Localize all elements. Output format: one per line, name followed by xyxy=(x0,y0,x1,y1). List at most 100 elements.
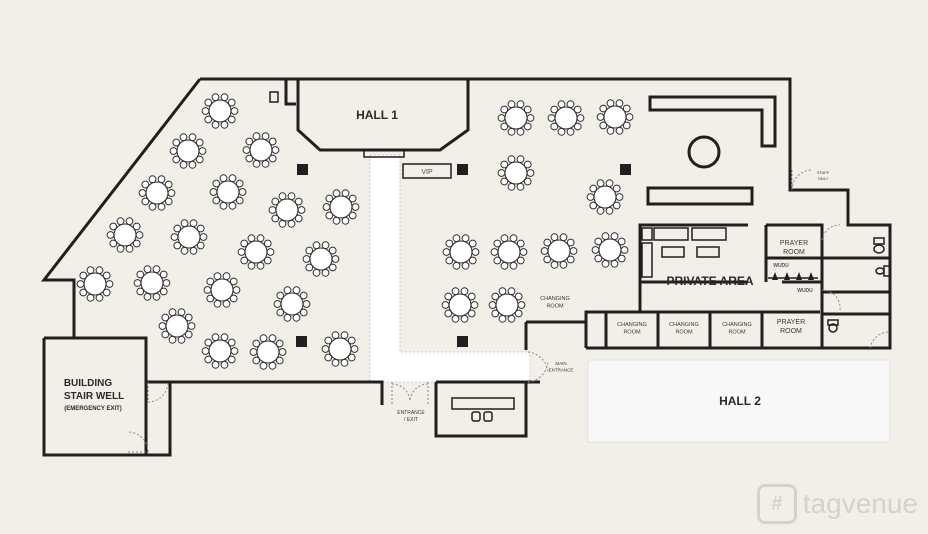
chair xyxy=(324,353,333,362)
chair xyxy=(526,114,535,122)
table-top xyxy=(328,337,352,361)
chair xyxy=(500,234,509,243)
chair xyxy=(569,247,578,255)
chair xyxy=(206,277,215,286)
round-table xyxy=(547,100,585,136)
chair xyxy=(523,122,532,131)
chair xyxy=(350,345,359,353)
chair xyxy=(220,360,229,369)
chair xyxy=(275,339,284,348)
door-swings xyxy=(127,169,889,453)
chair xyxy=(159,270,168,279)
chair xyxy=(278,348,287,356)
chair xyxy=(460,287,469,296)
svg-text:PRAYER: PRAYER xyxy=(777,319,805,326)
chair xyxy=(136,270,145,279)
chair xyxy=(252,159,261,168)
chair xyxy=(203,286,212,294)
chair xyxy=(86,266,95,275)
chair xyxy=(204,355,213,364)
hall-1-label: HALL 1 xyxy=(356,108,398,122)
chair xyxy=(252,339,261,348)
chair xyxy=(195,155,204,164)
chair xyxy=(266,248,275,256)
chair xyxy=(95,266,104,275)
chair xyxy=(76,280,85,288)
table-top xyxy=(448,293,472,317)
round-pillar xyxy=(687,135,721,169)
chair xyxy=(79,288,88,297)
chair xyxy=(471,248,480,256)
chair xyxy=(507,127,516,136)
chair xyxy=(294,197,303,206)
chair xyxy=(550,260,559,269)
chair xyxy=(599,121,608,130)
table-top xyxy=(244,240,268,264)
corner-fixture xyxy=(269,79,296,106)
round-table xyxy=(237,234,275,270)
chair xyxy=(596,206,605,215)
chair xyxy=(141,197,150,206)
hall-1-room xyxy=(296,77,470,152)
chair xyxy=(559,233,568,242)
chair xyxy=(198,147,207,155)
chair xyxy=(132,239,141,248)
chair xyxy=(152,265,161,274)
chair xyxy=(228,201,237,210)
svg-text:ROOM: ROOM xyxy=(546,304,564,310)
table-top xyxy=(140,271,164,295)
table-top xyxy=(329,195,353,219)
chair xyxy=(610,232,619,241)
chair xyxy=(332,216,341,225)
chair xyxy=(340,358,349,367)
chair xyxy=(125,217,134,226)
chair xyxy=(283,313,292,322)
chair xyxy=(245,154,254,163)
chair xyxy=(625,113,634,121)
round-table xyxy=(488,287,526,323)
chair xyxy=(227,338,236,347)
chair xyxy=(102,271,111,280)
table-top xyxy=(165,314,189,338)
chair xyxy=(116,244,125,253)
chair xyxy=(143,292,152,301)
round-table xyxy=(442,234,480,270)
chair xyxy=(302,255,311,263)
chair xyxy=(302,300,311,308)
chair xyxy=(209,188,218,196)
chair xyxy=(116,217,125,226)
chair xyxy=(261,159,270,168)
chair xyxy=(168,308,177,317)
chair xyxy=(328,246,337,255)
svg-text:BUILDING: BUILDING xyxy=(64,378,113,389)
table-top xyxy=(598,238,622,262)
wudu-taps-icon xyxy=(768,272,818,280)
chair xyxy=(245,137,254,146)
entrance-counter xyxy=(451,397,515,422)
chair xyxy=(599,104,608,113)
chair xyxy=(500,177,509,186)
chair xyxy=(152,292,161,301)
chair xyxy=(259,361,268,370)
chair xyxy=(187,322,196,330)
round-table xyxy=(321,331,359,367)
chair xyxy=(240,256,249,265)
chair xyxy=(157,202,166,211)
chair xyxy=(516,155,525,164)
table-top xyxy=(216,180,240,204)
chair xyxy=(488,301,497,309)
private-area-label: PRIVATE AREA xyxy=(666,274,753,288)
chair xyxy=(617,237,626,246)
chair xyxy=(211,120,220,129)
chair xyxy=(247,234,256,243)
chair xyxy=(240,239,249,248)
chair xyxy=(341,216,350,225)
chair xyxy=(543,255,552,264)
chair xyxy=(497,114,506,122)
table-top xyxy=(113,223,137,247)
chair xyxy=(566,238,575,247)
chair xyxy=(325,211,334,220)
tagvenue-logo-icon: # xyxy=(756,484,797,524)
chair xyxy=(212,179,221,188)
walkway xyxy=(369,154,531,383)
